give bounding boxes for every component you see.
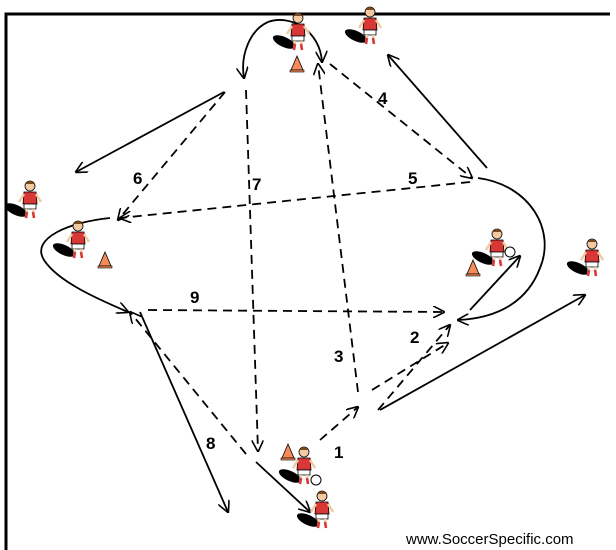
cone-left bbox=[98, 252, 112, 268]
step-label-8: 8 bbox=[206, 434, 215, 453]
pass-9-arrow bbox=[148, 310, 444, 312]
player-bottom-center bbox=[277, 447, 315, 486]
step-label-2: 2 bbox=[410, 328, 419, 347]
loop-left-arrow bbox=[41, 218, 128, 312]
player-right-edge bbox=[565, 239, 603, 278]
cone-top bbox=[290, 56, 304, 72]
pass-6-arrow bbox=[118, 92, 225, 220]
step-label-9: 9 bbox=[190, 288, 199, 307]
pass-5-arrow bbox=[120, 182, 470, 218]
pass-7-arrow bbox=[246, 90, 258, 451]
ball-bottom bbox=[311, 475, 321, 485]
pass-3-arrow bbox=[318, 64, 358, 392]
player-bottom-lower bbox=[295, 491, 333, 530]
pass-2a-arrow bbox=[372, 343, 448, 390]
run-5b-arrow bbox=[470, 256, 520, 310]
player-left-edge bbox=[3, 181, 41, 220]
credit-text: www.SoccerSpecific.com bbox=[405, 531, 574, 548]
pass-1-arrow bbox=[320, 407, 358, 440]
cone-bottom bbox=[281, 444, 295, 460]
ball-right bbox=[505, 247, 515, 257]
label-layer: 1 2 3 4 5 6 7 8 9 bbox=[133, 89, 419, 462]
step-label-1: 1 bbox=[334, 443, 343, 462]
pass-4-arrow bbox=[330, 64, 472, 178]
loop-top-left-arrow bbox=[243, 22, 268, 78]
run-6-arrow bbox=[76, 92, 224, 172]
step-label-4: 4 bbox=[378, 89, 388, 108]
step-label-6: 6 bbox=[133, 169, 142, 188]
pass-8a-arrow bbox=[130, 312, 246, 454]
arrow-layer bbox=[41, 20, 585, 512]
cone-right bbox=[466, 260, 480, 276]
step-label-7: 7 bbox=[252, 175, 261, 194]
step-label-5: 5 bbox=[408, 169, 417, 188]
props-layer bbox=[3, 7, 603, 530]
run-8b-arrow bbox=[140, 312, 228, 512]
player-top-center bbox=[271, 13, 309, 52]
step-label-3: 3 bbox=[334, 347, 343, 366]
player-right-inner bbox=[470, 229, 508, 268]
